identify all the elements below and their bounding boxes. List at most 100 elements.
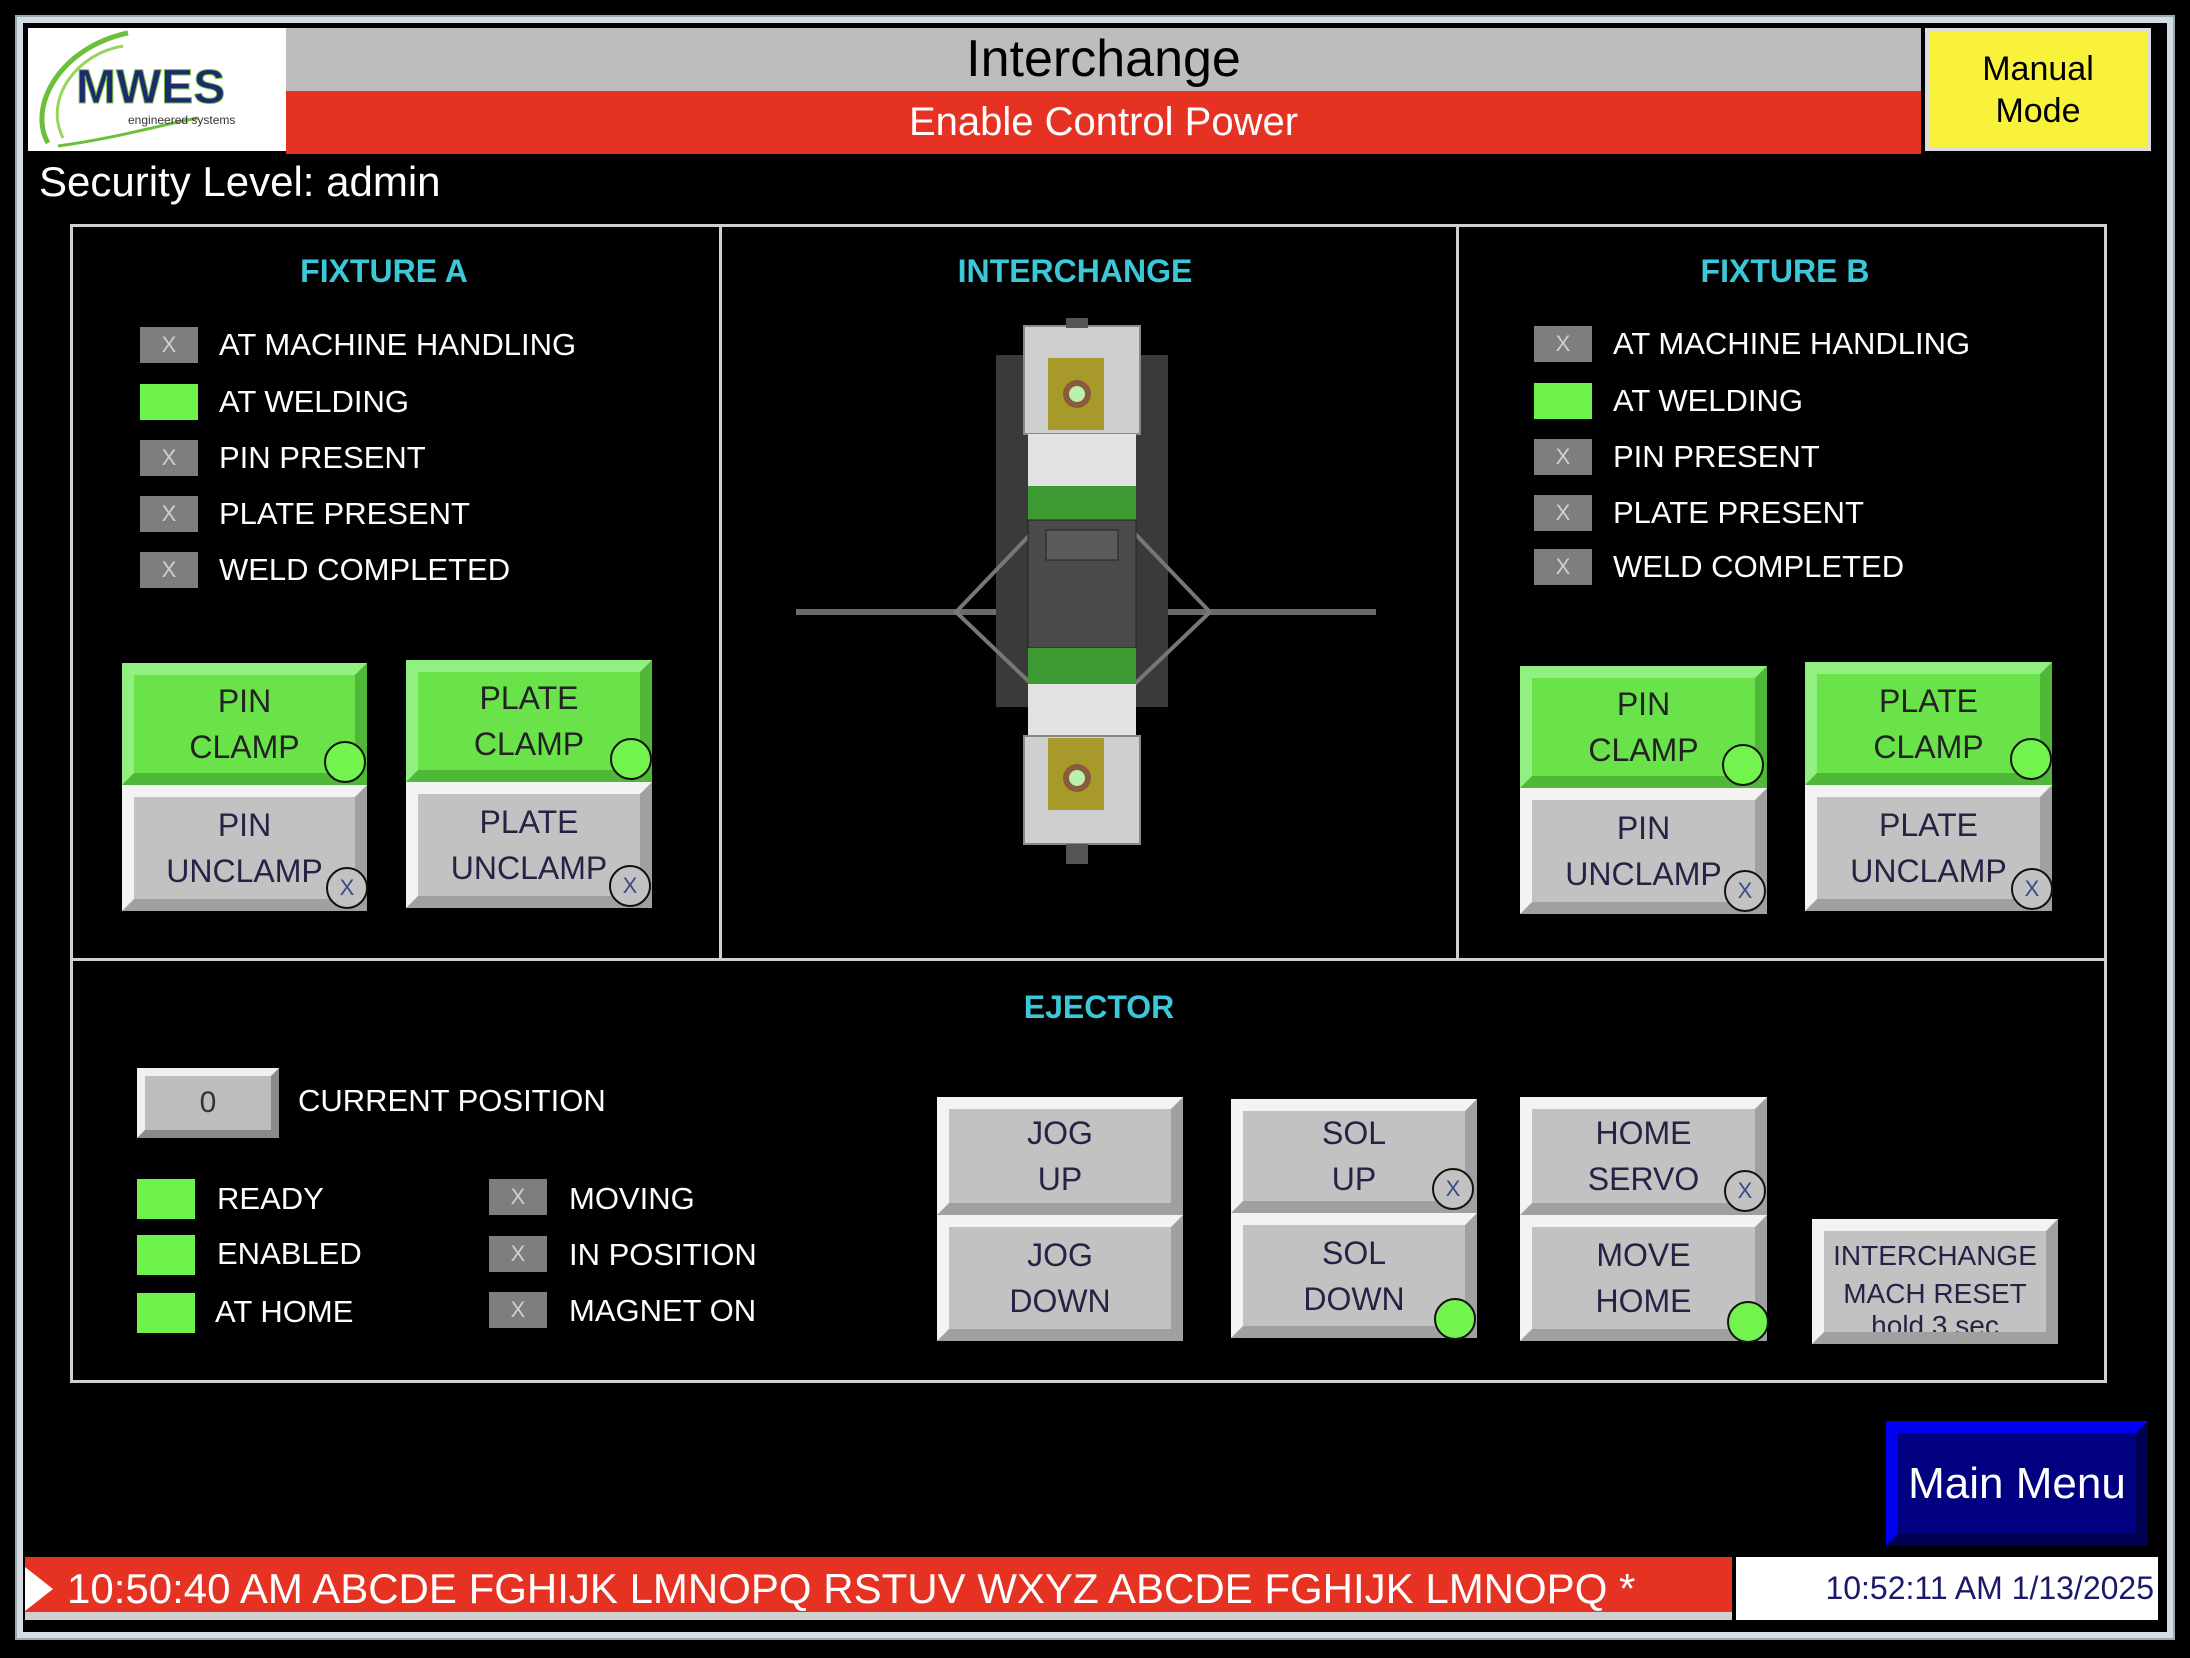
alarm-banner[interactable]: 10:50:40 AM ABCDE FGHIJK LMNOPQ RSTUV WX… (25, 1557, 1732, 1620)
fixture-b-title: FIXTURE B (1700, 253, 1870, 289)
plate-unclamp-status-lamp: X (609, 865, 651, 907)
indicator-at-welding (1534, 383, 1592, 419)
button-label: MACH RESET (1843, 1278, 2027, 1309)
indicator-at-welding (140, 384, 198, 420)
indicator-label: PLATE PRESENT (219, 496, 470, 531)
button-label: hold 3 sec (1871, 1310, 1999, 1341)
fixture-a-title: FIXTURE A (300, 253, 468, 289)
indicator-weld-completed: X (1534, 549, 1592, 585)
interchange-machine-diagram (796, 318, 1376, 864)
main-menu-button[interactable]: Main Menu (1886, 1421, 2148, 1546)
jog-down-button[interactable]: JOG DOWN (937, 1215, 1183, 1341)
indicator-label: AT MACHINE HANDLING (219, 327, 577, 362)
indicator-label: MOVING (569, 1181, 695, 1216)
plate-clamp-status-lamp (610, 738, 652, 780)
button-label: UP (1331, 1161, 1377, 1197)
pin-clamp-status-lamp (324, 741, 366, 783)
sol-up-status-lamp: X (1432, 1168, 1474, 1210)
indicator-label: AT HOME (215, 1294, 354, 1329)
button-label: UNCLAMP (1565, 856, 1722, 892)
button-label: PLATE (479, 680, 579, 716)
button-label: UNCLAMP (1850, 853, 2007, 889)
button-label: PLATE (1879, 807, 1978, 843)
fixture-a-pin-unclamp-button[interactable]: PIN UNCLAMP (122, 785, 367, 911)
mode-label-line2: Mode (1995, 91, 2081, 130)
button-label: PIN (1616, 686, 1671, 722)
button-label: CLAMP (473, 726, 585, 762)
svg-text:engineered systems: engineered systems (128, 113, 235, 127)
button-label: PIN (1616, 810, 1671, 846)
button-label: HOME (1595, 1283, 1692, 1319)
indicator-pin-present: X (1534, 439, 1592, 475)
button-label: UP (1037, 1161, 1083, 1197)
plate-clamp-status-lamp (2010, 738, 2052, 780)
plate-unclamp-status-lamp: X (2011, 868, 2053, 910)
button-label: CLAMP (1873, 728, 1984, 765)
indicator-label: AT WELDING (219, 384, 410, 419)
button-label: SOL (1321, 1115, 1387, 1151)
button-label: PLATE (1879, 682, 1978, 719)
home-servo-status-lamp: X (1724, 1170, 1766, 1212)
button-label: CLAMP (1588, 732, 1699, 768)
button-label: SERVO (1587, 1161, 1700, 1197)
indicator-at-home (137, 1293, 195, 1333)
sol-down-status-lamp (1434, 1298, 1476, 1340)
indicator-label: PLATE PRESENT (1613, 495, 1864, 530)
indicator-label: AT WELDING (1613, 383, 1804, 418)
fixture-b-plate-unclamp-button[interactable]: PLATE UNCLAMP (1805, 785, 2052, 911)
date-time-display: 10:52:11 AM 1/13/2025 (1736, 1557, 2158, 1620)
screen-title: Interchange (286, 28, 1921, 91)
button-label: PIN (217, 807, 272, 843)
mwes-logo: MWES engineered systems (28, 28, 286, 151)
indicator-label: WELD COMPLETED (1613, 549, 1905, 584)
button-label: DOWN (1009, 1283, 1111, 1319)
button-label: JOG (1027, 1115, 1093, 1151)
button-label: DOWN (1303, 1280, 1405, 1317)
button-label: UNCLAMP (166, 853, 323, 889)
interchange-title: INTERCHANGE (957, 253, 1193, 289)
current-position-display: 0 (137, 1068, 279, 1138)
security-level: Security Level: admin (39, 158, 441, 205)
mode-label-line1: Manual (1982, 49, 2094, 88)
button-label: INTERCHANGE (1833, 1240, 2037, 1271)
button-label: HOME (1595, 1115, 1692, 1151)
home-servo-button[interactable]: HOME SERVO (1520, 1097, 1767, 1215)
pin-unclamp-status-lamp: X (1724, 870, 1766, 912)
button-label: UNCLAMP (450, 850, 608, 886)
move-home-button[interactable]: MOVE HOME (1520, 1215, 1767, 1341)
current-position-label: CURRENT POSITION (298, 1083, 606, 1118)
indicator-label: PIN PRESENT (1613, 439, 1820, 474)
indicator-weld-completed: X (140, 552, 198, 588)
indicator-at-machine-handling: X (140, 327, 198, 363)
pin-unclamp-status-lamp: X (326, 867, 368, 909)
indicator-label: READY (217, 1181, 324, 1216)
button-label: SOL (1321, 1234, 1387, 1271)
indicator-label: ENABLED (217, 1236, 362, 1271)
svg-text:MWES: MWES (76, 61, 225, 114)
indicator-label: PIN PRESENT (219, 440, 426, 475)
indicator-label: IN POSITION (569, 1237, 757, 1272)
indicator-enabled (137, 1235, 195, 1275)
divider (70, 958, 2107, 961)
control-power-status: Enable Control Power (286, 91, 1921, 154)
indicator-moving: X (489, 1179, 547, 1215)
button-label: MOVE (1596, 1237, 1691, 1273)
indicator-label: WELD COMPLETED (219, 552, 511, 587)
main-panel (70, 224, 2107, 1383)
alarm-arrow-icon (25, 1567, 53, 1611)
indicator-in-position: X (489, 1236, 547, 1272)
indicator-at-machine-handling: X (1534, 326, 1592, 362)
indicator-plate-present: X (140, 496, 198, 532)
jog-up-button[interactable]: JOG UP (937, 1097, 1183, 1215)
ejector-title: EJECTOR (1023, 989, 1175, 1025)
indicator-label: MAGNET ON (569, 1293, 757, 1328)
move-home-status-lamp (1727, 1301, 1769, 1343)
button-label: CLAMP (189, 729, 300, 765)
button-label: JOG (1027, 1237, 1093, 1273)
button-label: PIN (217, 683, 272, 719)
indicator-pin-present: X (140, 440, 198, 476)
indicator-plate-present: X (1534, 495, 1592, 531)
pin-clamp-status-lamp (1722, 744, 1764, 786)
